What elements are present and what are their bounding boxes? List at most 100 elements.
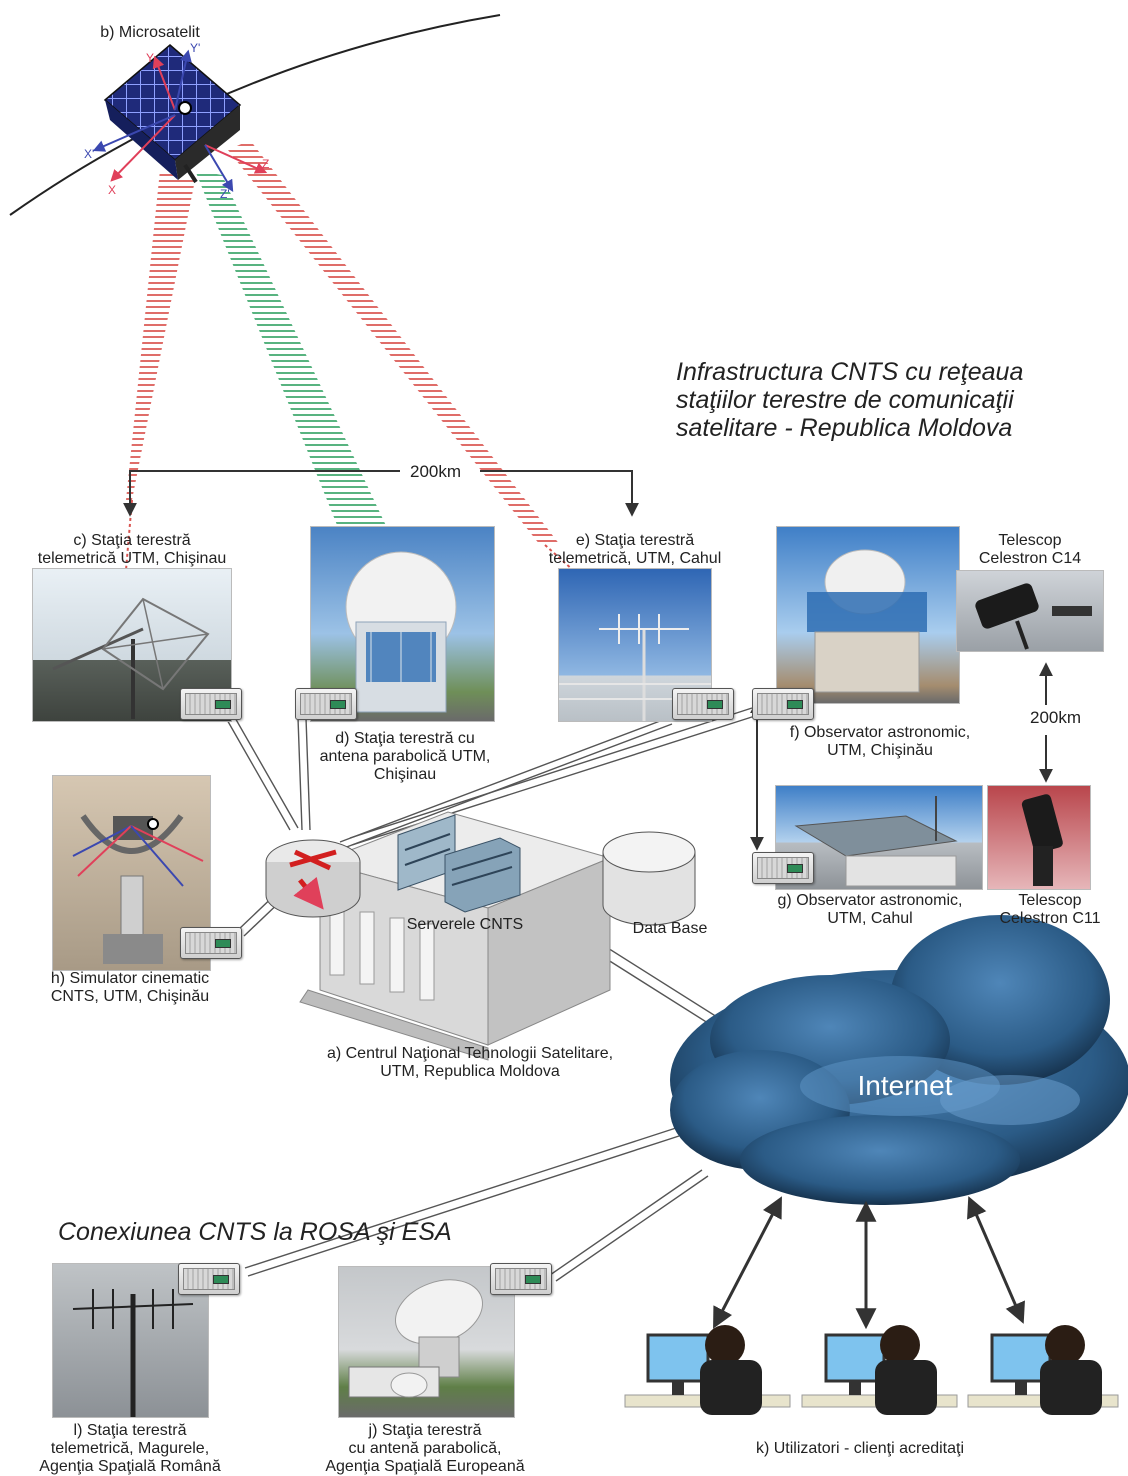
- receiver-device-g: [752, 852, 814, 884]
- satellite-front: [105, 100, 178, 180]
- photo-station-j: [338, 1266, 515, 1418]
- database-body: [602, 852, 696, 926]
- receiver-device-c: [180, 688, 242, 720]
- label-station-d: d) Staţia terestră cu antena parabolică …: [300, 730, 510, 784]
- photo-station-c: [32, 568, 232, 722]
- antenna-icon: [72, 1289, 194, 1417]
- label-line: a) Centrul Naţional Tehnologii Satelitar…: [326, 1045, 614, 1062]
- axis-x-red: [110, 114, 176, 182]
- satellite-antenna: [183, 163, 198, 184]
- user-head: [1045, 1325, 1085, 1365]
- user-workstation-2[interactable]: [801, 1325, 958, 1415]
- photo-telescope-c11: [987, 785, 1091, 890]
- rack-stripe: [451, 866, 513, 886]
- satellite-marker: [178, 101, 192, 115]
- axis-x-blue: [92, 114, 176, 152]
- label-line: l) Staţia terestră: [73, 1422, 187, 1439]
- label-users: k) Utilizatori - clienţi acreditaţi: [755, 1440, 965, 1457]
- monitor-stand: [1015, 1381, 1027, 1395]
- distance-label-stations: 200km: [410, 462, 462, 481]
- label-line: d) Staţia terestră cu: [335, 730, 475, 747]
- photo-observatory-f: [776, 526, 960, 704]
- label-line: j) Staţia terestră: [368, 1422, 482, 1439]
- label-internet: Internet: [857, 1070, 953, 1101]
- database-top: [602, 831, 696, 873]
- rosa-esa-heading: Conexiunea CNTS la ROSA şi ESA: [58, 1218, 452, 1246]
- user-workstation-1[interactable]: [624, 1325, 791, 1415]
- receiver-device-l: [178, 1263, 240, 1295]
- axis-z-blue: [204, 144, 234, 193]
- link-c-router: [225, 715, 299, 831]
- label-line: cu antenă parabolică,: [348, 1440, 502, 1457]
- heading-line-2: staţiilor terestre de comunicaţii: [676, 386, 1014, 414]
- receiver-device-j: [490, 1263, 552, 1295]
- microsatellite: Y Y' X' X Z' Z: [84, 41, 269, 201]
- distance-bracket-stations: [129, 470, 633, 512]
- heading-line-1: Infrastructura CNTS cu reţeaua: [676, 358, 1024, 386]
- observatory-icon: [807, 549, 927, 693]
- label-line: telemetrică, Magurele,: [50, 1440, 210, 1457]
- label-line: f) Observator astronomic,: [789, 724, 971, 741]
- monitor-stand: [672, 1381, 684, 1395]
- user-workstation-3[interactable]: [967, 1325, 1119, 1415]
- label-simulator-h: h) Simulator cinematic CNTS, UTM, Chişin…: [20, 970, 240, 1006]
- label-observatory-g: g) Observator astronomic, UTM, Cahul: [750, 892, 990, 928]
- router-body: [265, 862, 361, 918]
- label-microsatellite: b) Microsatelit: [100, 24, 200, 41]
- label-line: h) Simulator cinematic: [50, 970, 210, 987]
- distance-label-observatories: 200km: [1030, 708, 1082, 727]
- label-line: telemetrică UTM, Chişinau: [37, 550, 227, 567]
- label-line: c) Staţia terestră: [73, 532, 191, 549]
- label-center: a) Centrul Naţional Tehnologii Satelitar…: [260, 1045, 680, 1081]
- cloud-highlight: [940, 1075, 1080, 1125]
- axis-y-blue: [174, 49, 192, 111]
- label-line: Agenţia Spaţială Europeană: [325, 1458, 525, 1475]
- label-station-e: e) Staţia terestră telemetrică, UTM, Cah…: [520, 532, 750, 568]
- internet-cloud[interactable]: [670, 915, 1128, 1205]
- label-station-j: j) Staţia terestră cu antenă parabolică,…: [290, 1422, 560, 1476]
- label-telescope-c14: Telescop Celestron C14: [955, 532, 1105, 568]
- link-esa-internet: [549, 1169, 709, 1282]
- beam-to-station-c: [126, 170, 195, 500]
- server-racks: [397, 814, 521, 913]
- user-body: [875, 1360, 937, 1415]
- radome-icon: [345, 551, 457, 713]
- label-line: CNTS, UTM, Chişinău: [50, 988, 210, 1005]
- monitor-stand: [849, 1381, 861, 1395]
- router[interactable]: [265, 839, 361, 918]
- telescope-icon: [1021, 794, 1063, 886]
- axis-label-y-prime: Y': [190, 41, 200, 55]
- user-head: [705, 1325, 745, 1365]
- link-rosa-internet: [244, 1127, 680, 1277]
- label-station-l: l) Staţia terestră telemetrică, Magurele…: [20, 1422, 240, 1476]
- cloud-part: [740, 1115, 1020, 1205]
- axis-label-x-prime: X': [84, 147, 94, 161]
- telescope-icon: [975, 583, 1092, 650]
- receiver-device-d: [295, 688, 357, 720]
- label-servers: Serverele CNTS: [406, 916, 524, 933]
- link-internet-user-3: [967, 1196, 1025, 1324]
- simulator-icon: [72, 814, 204, 964]
- building-side: [487, 857, 611, 1046]
- building-steps: [299, 989, 489, 1061]
- label-line: UTM, Cahul: [827, 910, 913, 927]
- photo-telescope-c14: [956, 570, 1104, 652]
- column-3: [389, 917, 405, 993]
- receiver-device-h: [180, 927, 242, 959]
- axis-label-z-prime: Z': [220, 187, 230, 201]
- database: [602, 831, 696, 926]
- receiver-device-e: [672, 688, 734, 720]
- axis-label-z: Z: [262, 157, 269, 171]
- user-body: [1040, 1360, 1102, 1415]
- photo-simulator-h: [52, 775, 211, 971]
- label-line: Telescop: [1018, 892, 1082, 909]
- rack-stripe: [404, 848, 451, 866]
- label-telescope-c11: Telescop Celestron C11: [975, 892, 1125, 928]
- link-d-router: [297, 717, 311, 831]
- building-icon: [794, 796, 958, 887]
- infrastructure-heading: Infrastructura CNTS cu reţeaua staţiilor…: [676, 358, 1096, 442]
- beam-to-station-d: [195, 170, 395, 545]
- monitor-icon: [824, 1333, 886, 1383]
- column-2: [359, 911, 375, 985]
